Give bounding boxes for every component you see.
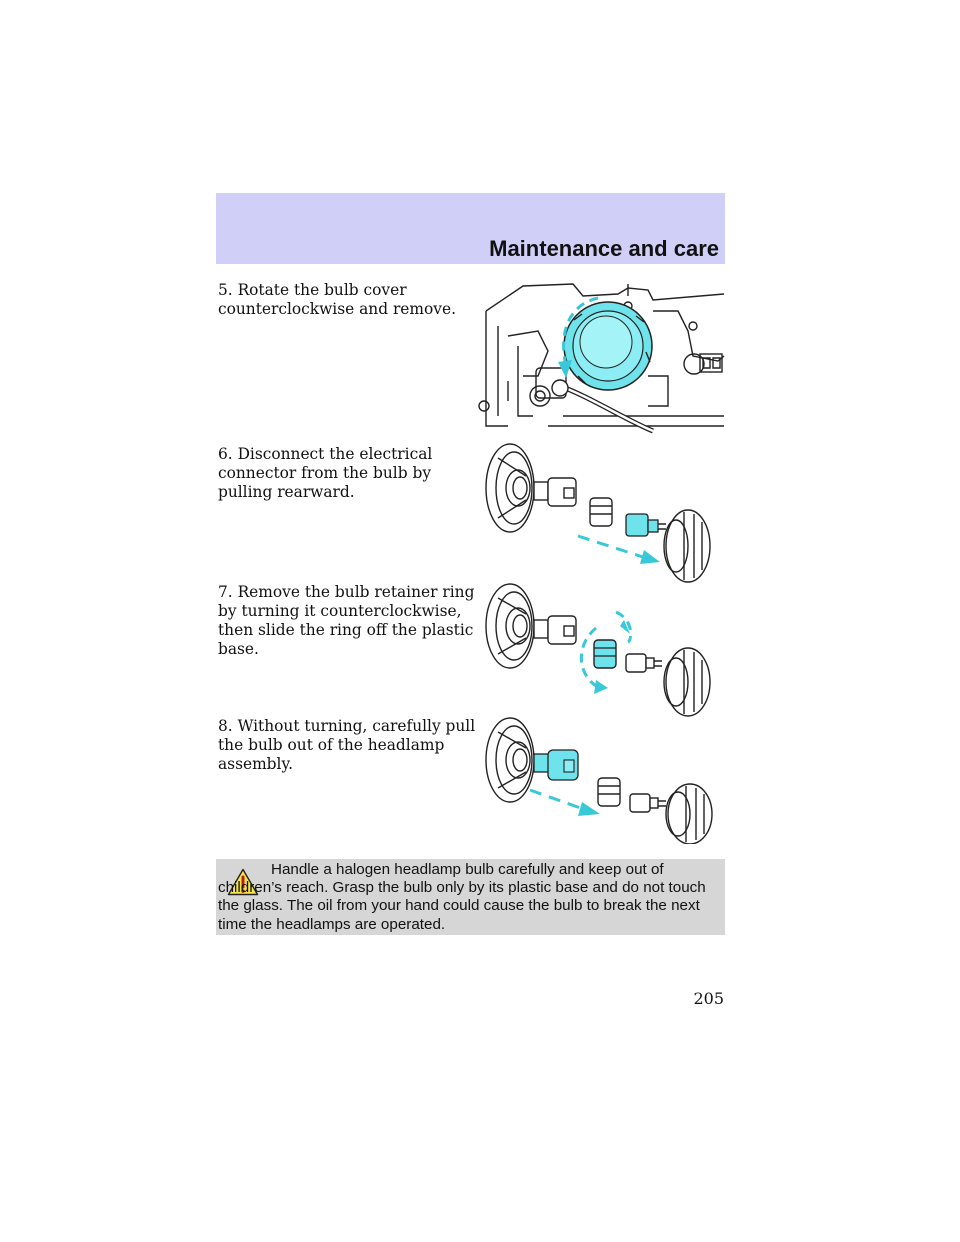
step-7-text: 7. Remove the bulb retainer ring by turn… <box>218 583 475 658</box>
section-header-band: Maintenance and care <box>216 193 725 264</box>
step-5-text: 5. Rotate the bulb cover counterclockwis… <box>218 281 456 318</box>
warning-text: Handle a halogen headlamp bulb carefully… <box>218 861 706 933</box>
step-6-text: 6. Disconnect the electrical connector f… <box>218 445 433 501</box>
page-number: 205 <box>693 989 724 1008</box>
step-8-text: 8. Without turning, carefully pull the b… <box>218 717 476 773</box>
warning-box: Handle a halogen headlamp bulb carefully… <box>216 859 725 935</box>
section-title: Maintenance and care <box>489 236 719 261</box>
retainer-ring-remove-illustration <box>485 583 711 717</box>
electrical-connector-disconnect-illustration <box>485 443 711 583</box>
warning-triangle-icon <box>227 868 259 896</box>
bulb-pull-out-illustration <box>485 717 713 844</box>
headlamp-bulb-cover-rotate-illustration <box>478 283 725 434</box>
